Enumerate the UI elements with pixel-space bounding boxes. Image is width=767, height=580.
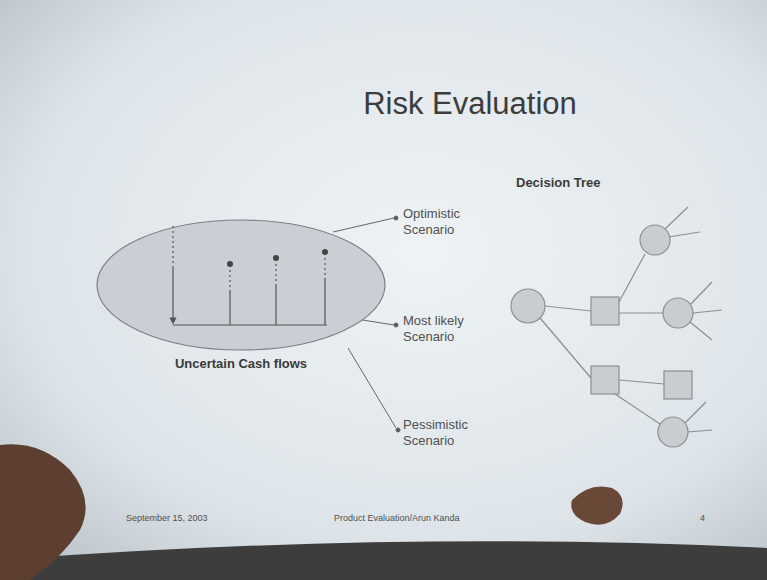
slide-title: Risk Evaluation xyxy=(270,86,670,122)
finger xyxy=(0,444,86,580)
screen xyxy=(0,0,767,560)
region-caption: Uncertain Cash flows xyxy=(95,356,387,371)
cash-flow-region: Uncertain Cash flows xyxy=(95,218,387,377)
scenario-label: Optimistic Scenario xyxy=(403,206,493,237)
footer-date: September 15, 2003 xyxy=(126,513,276,524)
finger xyxy=(571,487,622,525)
decision-tree xyxy=(511,207,722,447)
cash-flow-ellipse xyxy=(95,218,387,352)
scenario-label: Pessimistic Scenario xyxy=(403,417,493,448)
scenario-label: Most likely Scenario xyxy=(403,313,493,344)
footer-text: Product Evaluation/Arun Kanda xyxy=(334,513,554,524)
page-number: 4 xyxy=(700,513,730,524)
decision-tree-heading: Decision Tree xyxy=(516,175,656,191)
